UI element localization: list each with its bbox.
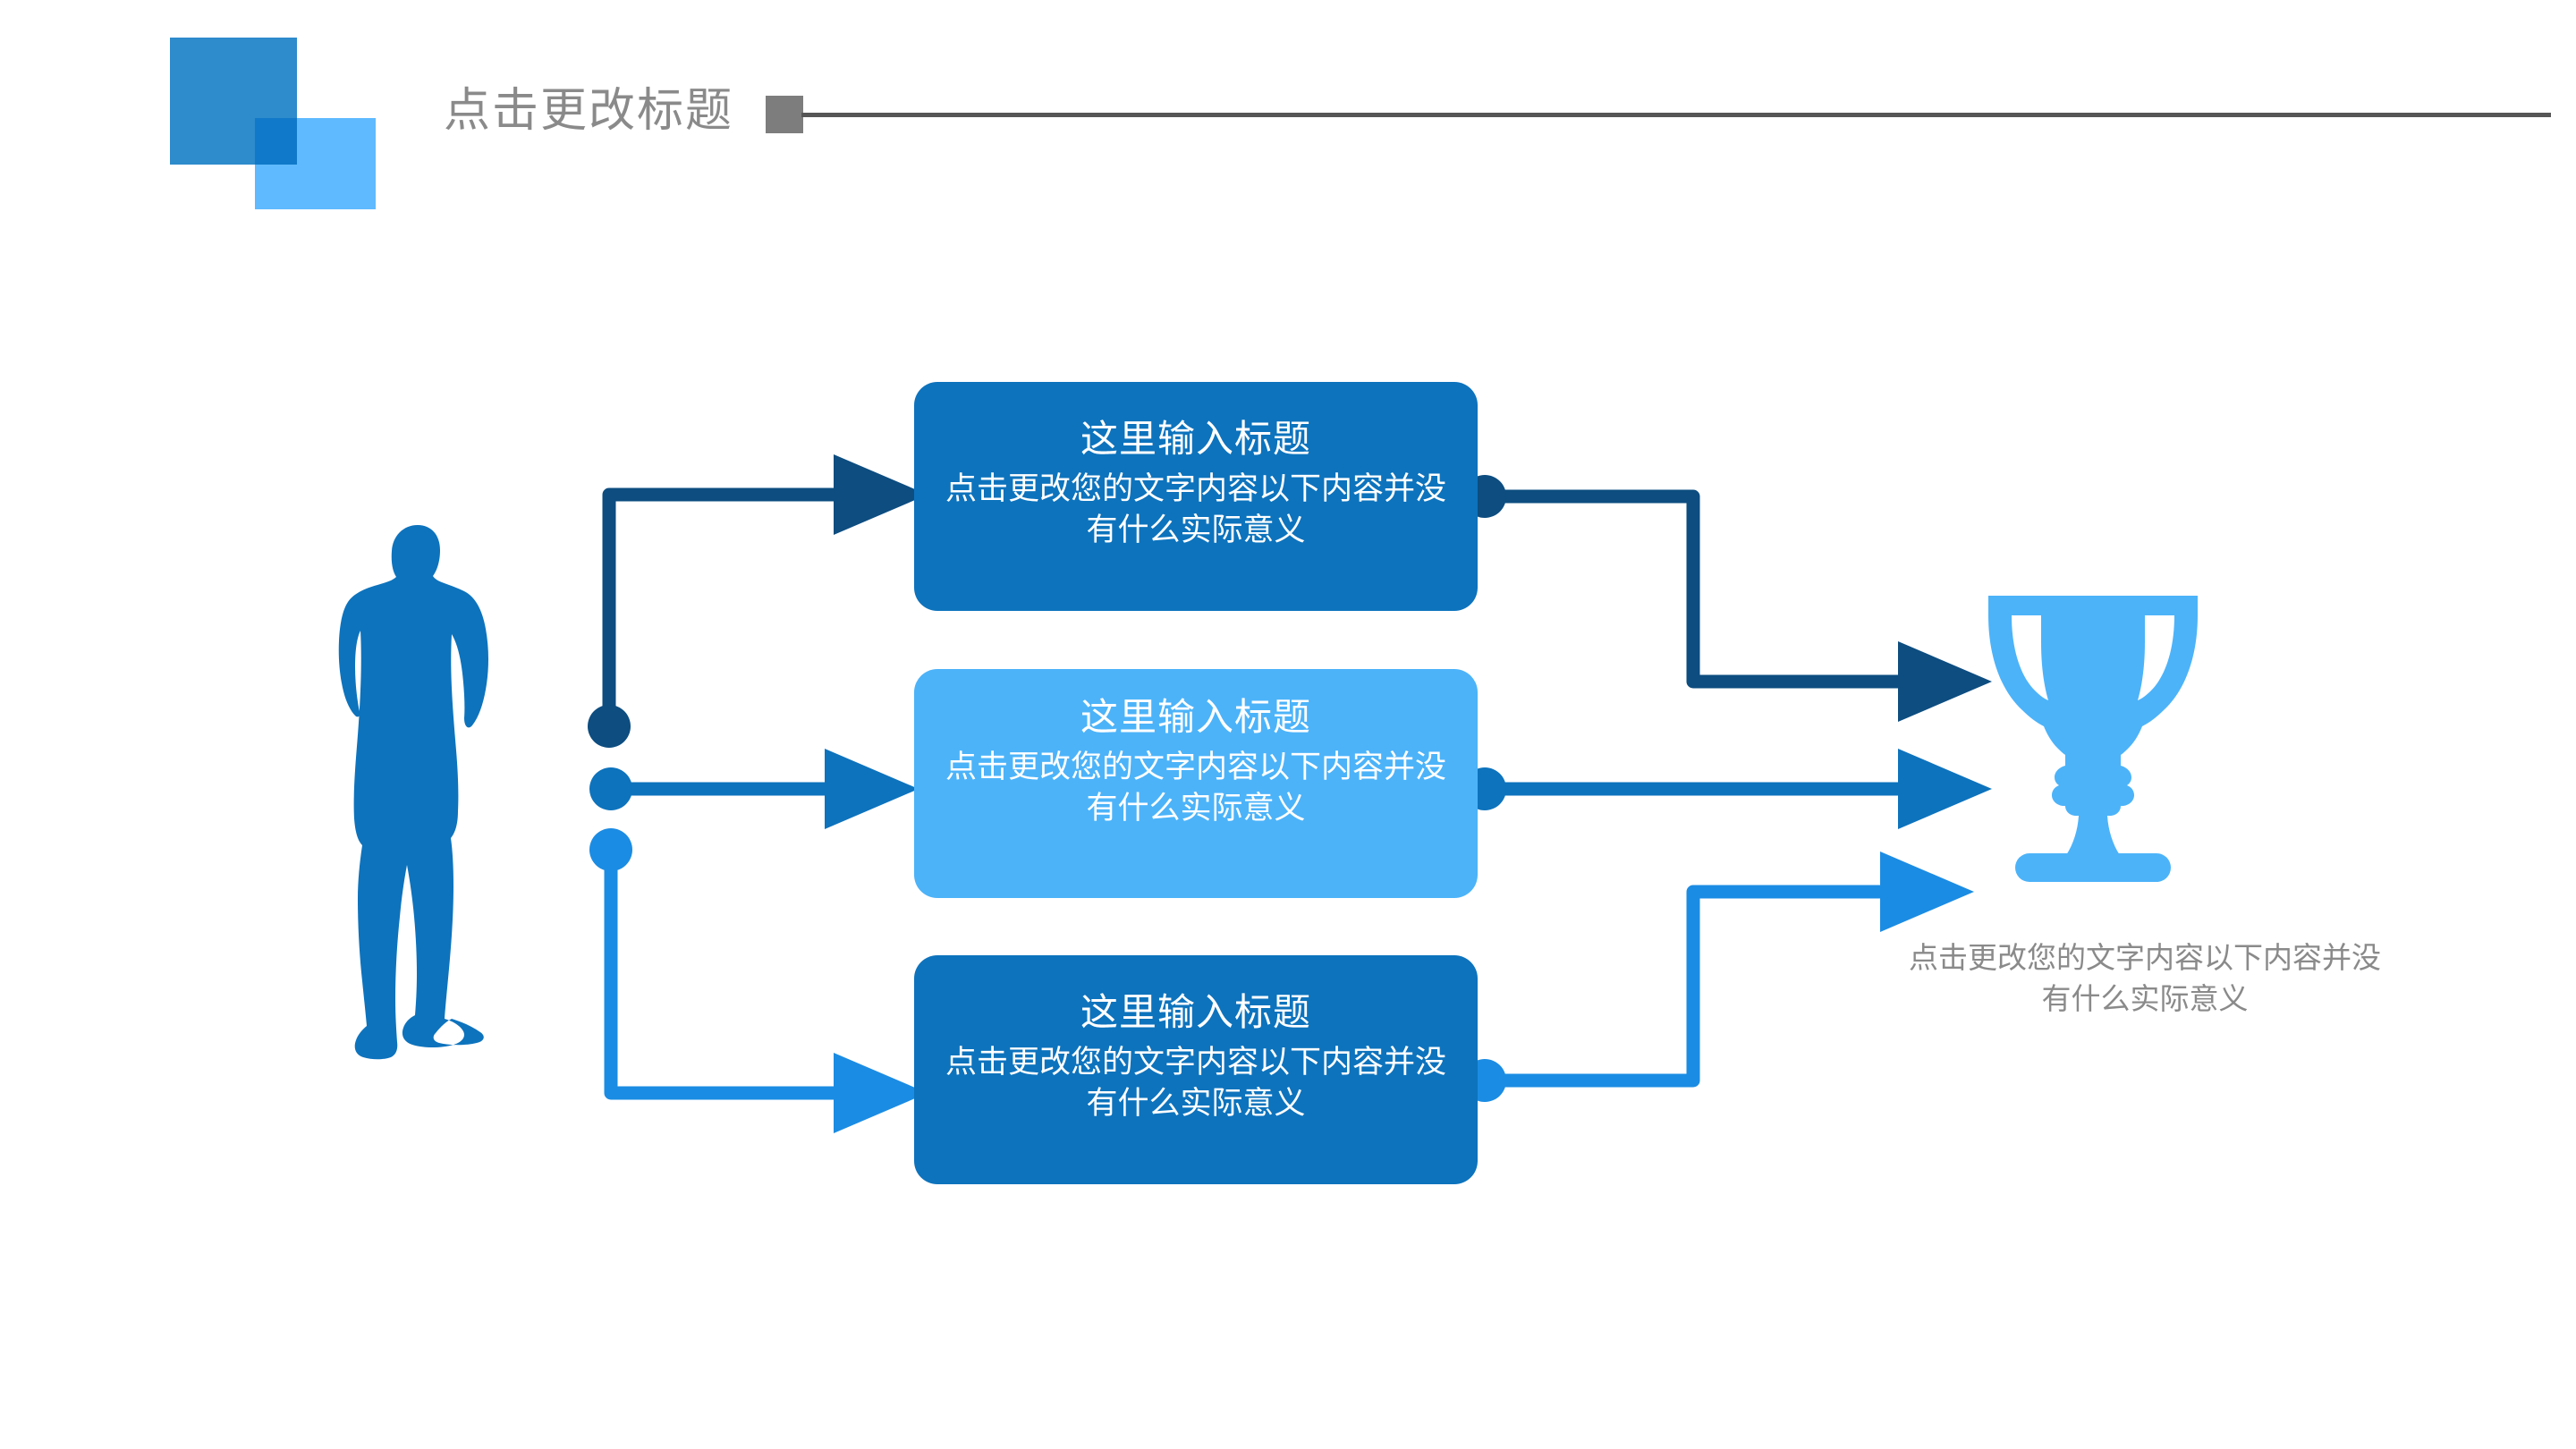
card-body: 点击更改您的文字内容以下内容并没有什么实际意义 xyxy=(945,749,1446,826)
card-body: 点击更改您的文字内容以下内容并没有什么实际意义 xyxy=(945,470,1446,548)
content-card-1[interactable]: 这里输入标题 点击更改您的文字内容以下内容并没有什么实际意义 xyxy=(914,382,1478,611)
card-title: 这里输入标题 xyxy=(1080,418,1311,460)
content-card-3[interactable]: 这里输入标题 点击更改您的文字内容以下内容并没有什么实际意义 xyxy=(914,955,1478,1184)
connector-right-1 xyxy=(1463,475,1992,722)
connector-left-2 xyxy=(589,749,919,829)
header-marker-square xyxy=(766,96,803,133)
logo-square-overlap xyxy=(255,118,297,165)
content-card-2[interactable]: 这里输入标题 点击更改您的文字内容以下内容并没有什么实际意义 xyxy=(914,669,1478,898)
businessman-silhouette-icon xyxy=(338,525,488,1060)
result-caption: 点击更改您的文字内容以下内容并没有什么实际意义 xyxy=(1909,941,2381,1015)
connector-right-3 xyxy=(1463,852,1974,1102)
connector-left-3 xyxy=(589,828,928,1133)
header-divider-rule xyxy=(801,113,2551,117)
connector-right-2 xyxy=(1463,749,1992,829)
trophy-icon xyxy=(1988,596,2198,882)
page-title: 点击更改标题 xyxy=(444,85,734,137)
card-body: 点击更改您的文字内容以下内容并没有什么实际意义 xyxy=(945,1044,1446,1122)
connector-left-1 xyxy=(588,454,928,748)
card-title: 这里输入标题 xyxy=(1080,696,1311,738)
card-title: 这里输入标题 xyxy=(1080,991,1311,1033)
brand-logo xyxy=(170,38,376,209)
